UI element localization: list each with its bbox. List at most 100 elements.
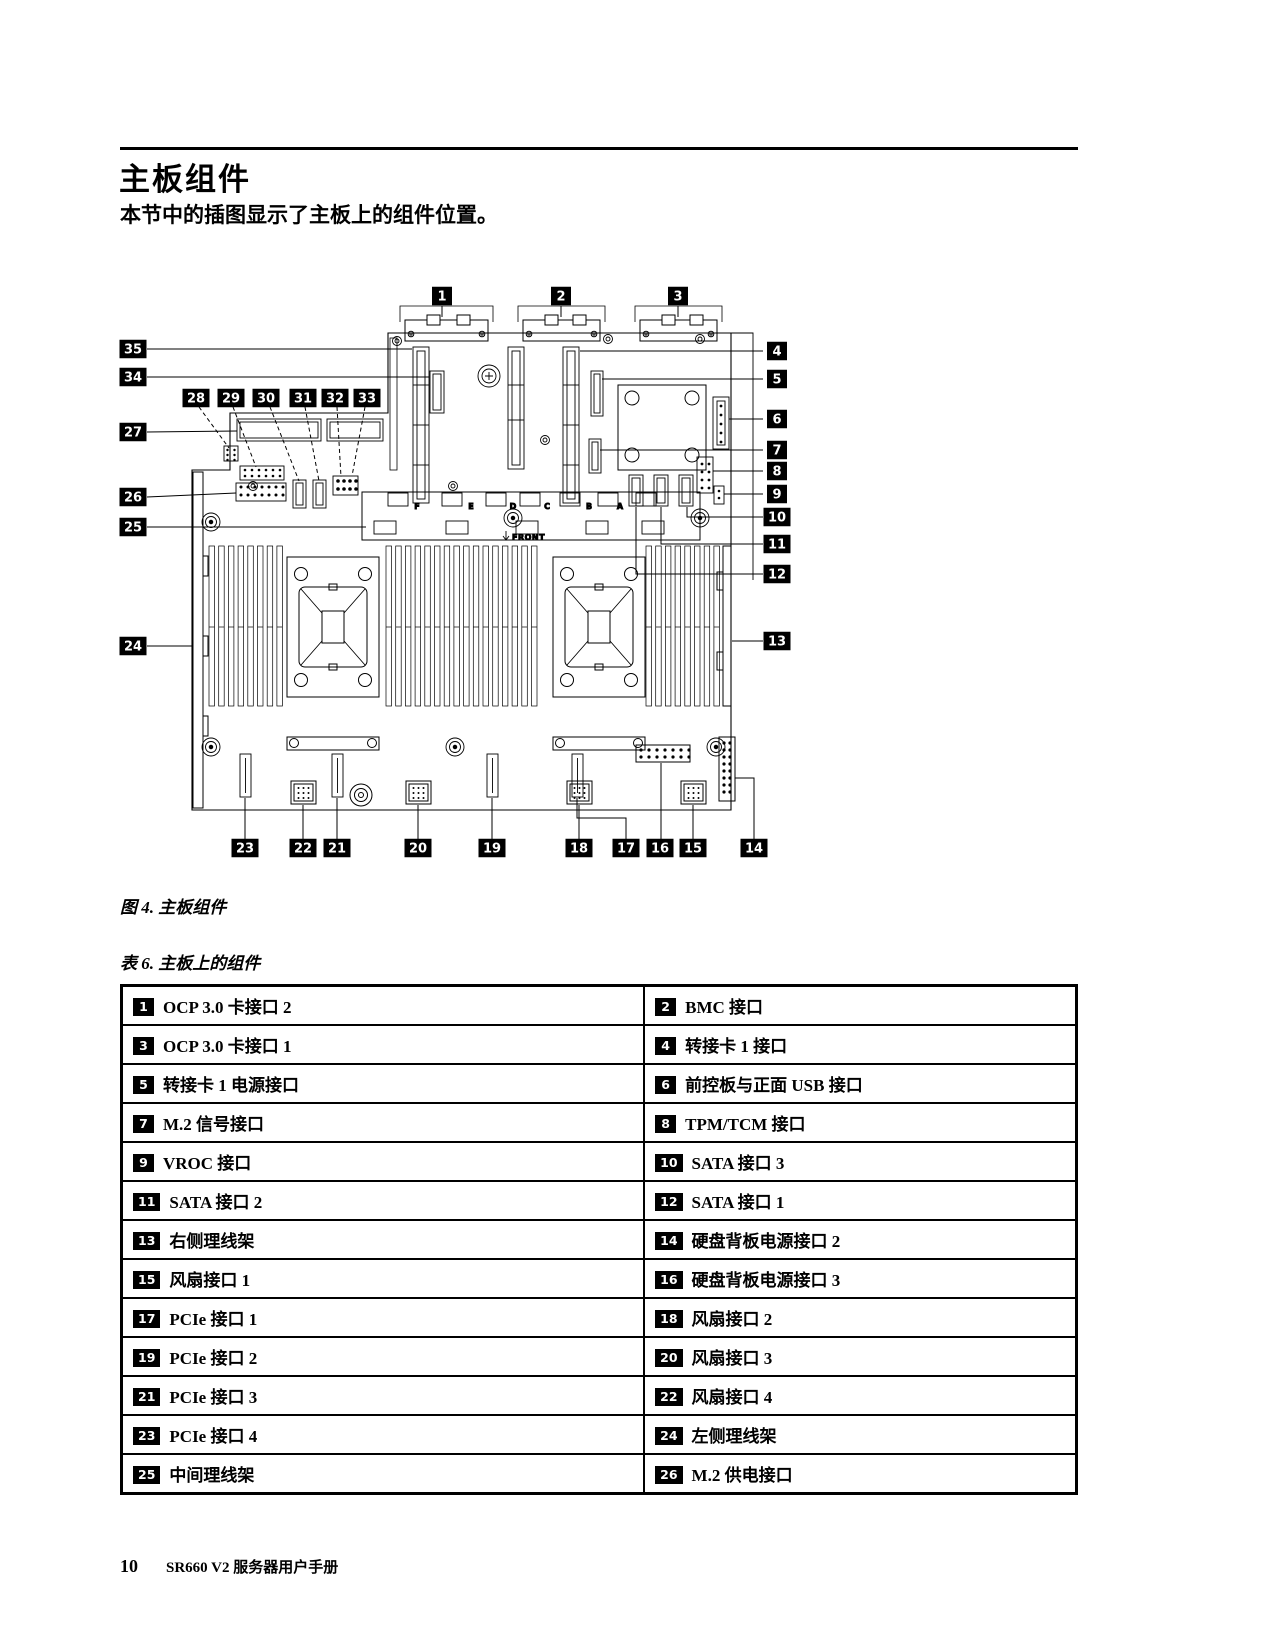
callout-badge: 13 [133, 1232, 161, 1250]
bmc-connector [517, 305, 606, 342]
component-cell: 14 硬盘背板电源接口 2 [643, 1219, 1078, 1260]
svg-text:15: 15 [684, 842, 702, 857]
callout-17: 17 [576, 798, 640, 858]
callout-badge: 16 [655, 1271, 683, 1289]
callout-30: 30 [252, 388, 300, 482]
callout-25: 25 [119, 517, 366, 537]
backplane-power-connectors [635, 736, 736, 802]
board-outline [191, 332, 754, 811]
board-label-C: C [544, 502, 550, 511]
front-label: FRONT [512, 533, 545, 542]
callout-1: 1 [432, 286, 452, 317]
svg-text:13: 13 [768, 635, 786, 650]
callout-6: 6 [729, 409, 787, 429]
pcie-connectors [239, 753, 584, 798]
svg-text:23: 23 [236, 842, 254, 857]
callout-24: 24 [119, 636, 193, 656]
component-label: M.2 信号接口 [163, 1115, 265, 1134]
callout-12: 12 [635, 507, 791, 584]
callout-badge: 21 [133, 1388, 161, 1406]
callout-33: 33 [351, 388, 381, 477]
callout-13: 13 [732, 631, 791, 651]
callout-9: 9 [724, 484, 787, 504]
tpm-connector [696, 456, 714, 494]
callout-35: 35 [119, 339, 412, 359]
dimm-slot-group-3 [645, 545, 720, 707]
bmc-board [617, 384, 707, 471]
cpu-socket-2 [552, 556, 646, 698]
figure-caption: 图 4. 主板组件 [120, 898, 227, 917]
manual-title: SR660 V2 服务器用户手册 [166, 1560, 339, 1576]
svg-text:32: 32 [326, 392, 344, 407]
front-panel-usb-connector [712, 396, 730, 450]
callout-badge: 14 [655, 1232, 683, 1250]
callout-28: 28 [182, 388, 230, 449]
component-cell: 22 风扇接口 4 [643, 1375, 1078, 1416]
dimm-slot-group-2 [385, 545, 538, 707]
screw-holes [201, 334, 726, 757]
callout-34: 34 [119, 367, 429, 387]
callout-7: 7 [600, 440, 787, 460]
callout-badge: 10 [655, 1154, 683, 1172]
svg-text:10: 10 [768, 511, 786, 526]
cpu-socket-1 [286, 556, 380, 698]
callout-19: 19 [478, 798, 506, 858]
front-arrow-icon [502, 531, 510, 541]
svg-text:14: 14 [745, 842, 763, 857]
component-label: PCIe 接口 4 [169, 1427, 258, 1446]
callout-badge: 19 [133, 1349, 161, 1367]
callout-22: 22 [289, 805, 317, 858]
svg-text:34: 34 [124, 371, 142, 386]
component-label: 风扇接口 2 [691, 1310, 773, 1329]
svg-text:26: 26 [124, 491, 142, 506]
standoff [349, 783, 373, 807]
board-label-A: A [617, 502, 624, 511]
component-label: SATA 接口 3 [691, 1154, 785, 1173]
upper-left-connectors [223, 418, 384, 509]
callout-5: 5 [602, 369, 787, 389]
callout-badge: 2 [655, 998, 677, 1016]
svg-text:31: 31 [294, 392, 312, 407]
svg-text:9: 9 [772, 488, 781, 503]
ocp-connector-2 [399, 305, 494, 342]
callout-badge: 25 [133, 1466, 161, 1484]
component-label: M.2 供电接口 [691, 1466, 793, 1485]
left-cable-guide [192, 471, 209, 809]
component-cell: 7 M.2 信号接口 [120, 1102, 646, 1143]
callout-badge: 22 [655, 1388, 683, 1406]
callout-23: 23 [231, 798, 259, 858]
component-label: 风扇接口 4 [691, 1388, 773, 1407]
component-label: SATA 接口 2 [169, 1193, 263, 1212]
component-label: 硬盘背板电源接口 2 [691, 1232, 841, 1251]
callout-badge: 7 [133, 1115, 154, 1133]
page-number: 10 [120, 1556, 138, 1576]
board-label-D: D [510, 502, 517, 511]
callout-29: 29 [217, 388, 257, 468]
svg-text:5: 5 [772, 373, 781, 388]
callout-badge: 15 [133, 1271, 161, 1289]
svg-text:30: 30 [257, 392, 275, 407]
callout-32: 32 [321, 388, 349, 478]
callout-15: 15 [679, 805, 707, 858]
svg-text:12: 12 [768, 568, 786, 583]
callout-14: 14 [735, 777, 768, 858]
callout-31: 31 [289, 388, 320, 482]
svg-text:16: 16 [651, 842, 669, 857]
